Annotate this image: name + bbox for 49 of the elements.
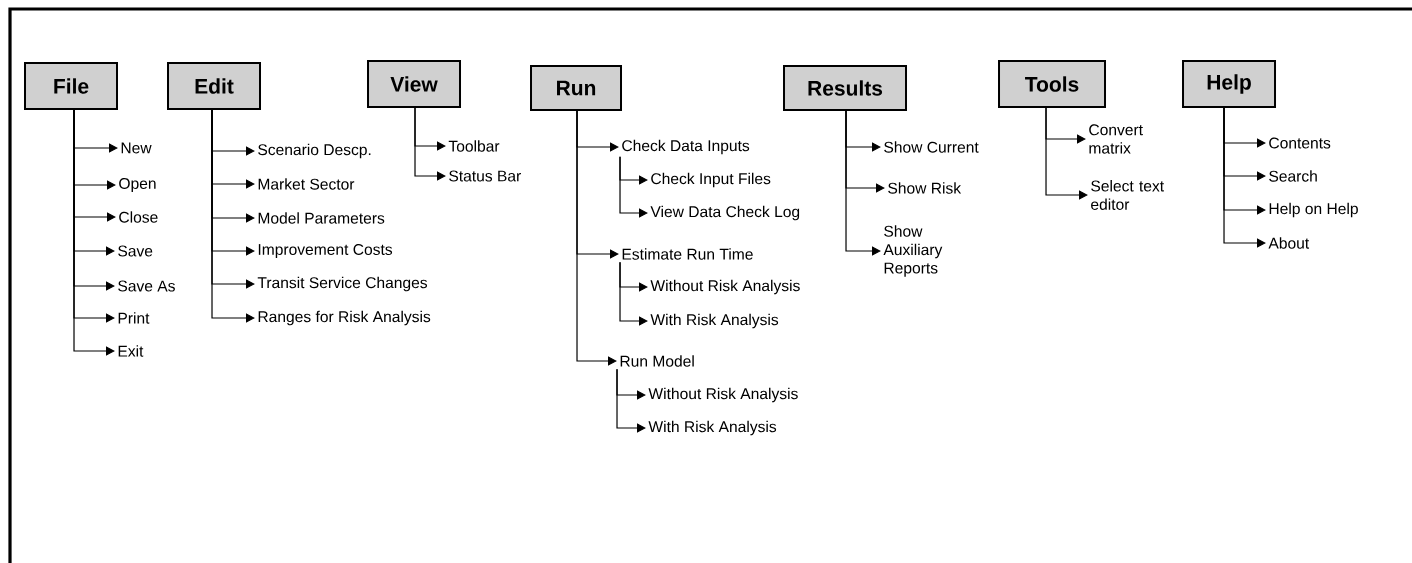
menu-item: Model Parameters [258, 212, 385, 224]
branch-arrow [1223, 107, 1266, 248]
menu-item: Open [119, 177, 156, 193]
menu-item: Check Data Inputs [622, 139, 750, 155]
menu-item: Transit Service Changes [257, 276, 428, 292]
branch-arrow [619, 156, 648, 218]
menu-item: Search [1269, 170, 1317, 182]
menu-box: Tools [998, 60, 1106, 108]
menu-item: Without Risk Analysis [650, 279, 800, 295]
branch-arrow [619, 261, 648, 326]
menu-item: New [121, 142, 152, 154]
branch-arrow [845, 110, 881, 256]
menu-item: Save As [118, 280, 175, 292]
menu-box: Edit [167, 62, 261, 110]
menu-item: Show Auxiliary Reports [883, 225, 943, 277]
menu-item: Show Risk [888, 182, 962, 194]
menu-item: Print [118, 312, 150, 324]
menu-item: Check Input Files [651, 172, 771, 188]
menu-item: Exit [118, 345, 144, 357]
menu-item: View Data Check Log [650, 205, 800, 221]
menu-item: Contents [1269, 137, 1331, 149]
menu-item: Run Model [620, 355, 694, 367]
branch-arrow [616, 368, 646, 433]
menu-item: Show Current [884, 141, 979, 153]
menu-item: Without Risk Analysis [648, 387, 798, 403]
menu-item: Status Bar [449, 170, 521, 182]
menu-item: Scenario Descp. [258, 143, 371, 159]
menu-item: Help on Help [1269, 202, 1358, 218]
menu-box: File [24, 62, 118, 110]
menu-box: View [367, 60, 461, 108]
menu-box: Results [783, 65, 907, 111]
branch-arrow [414, 107, 446, 181]
menu-item: With Risk Analysis [648, 420, 777, 436]
menu-item: Toolbar [448, 140, 500, 152]
branch-arrow [1045, 107, 1088, 200]
menu-item: About [1268, 237, 1310, 249]
menu-item: With Risk Analysis [650, 313, 779, 329]
menu-item: Save [118, 245, 153, 257]
branch-arrow [576, 110, 617, 366]
menu-item: Close [119, 211, 158, 223]
menu-item: Market Sector [258, 178, 355, 190]
menu-item: Convert matrix [1089, 124, 1143, 154]
branch-arrow [211, 109, 255, 323]
menu-item: Select text editor [1091, 180, 1164, 210]
menu-box: Help [1182, 60, 1276, 108]
menu-item: Ranges for Risk Analysis [258, 310, 431, 326]
menu-box: Run [530, 65, 622, 111]
menu-item: Improvement Costs [258, 243, 393, 259]
menu-item: Estimate Run Time [622, 248, 753, 260]
